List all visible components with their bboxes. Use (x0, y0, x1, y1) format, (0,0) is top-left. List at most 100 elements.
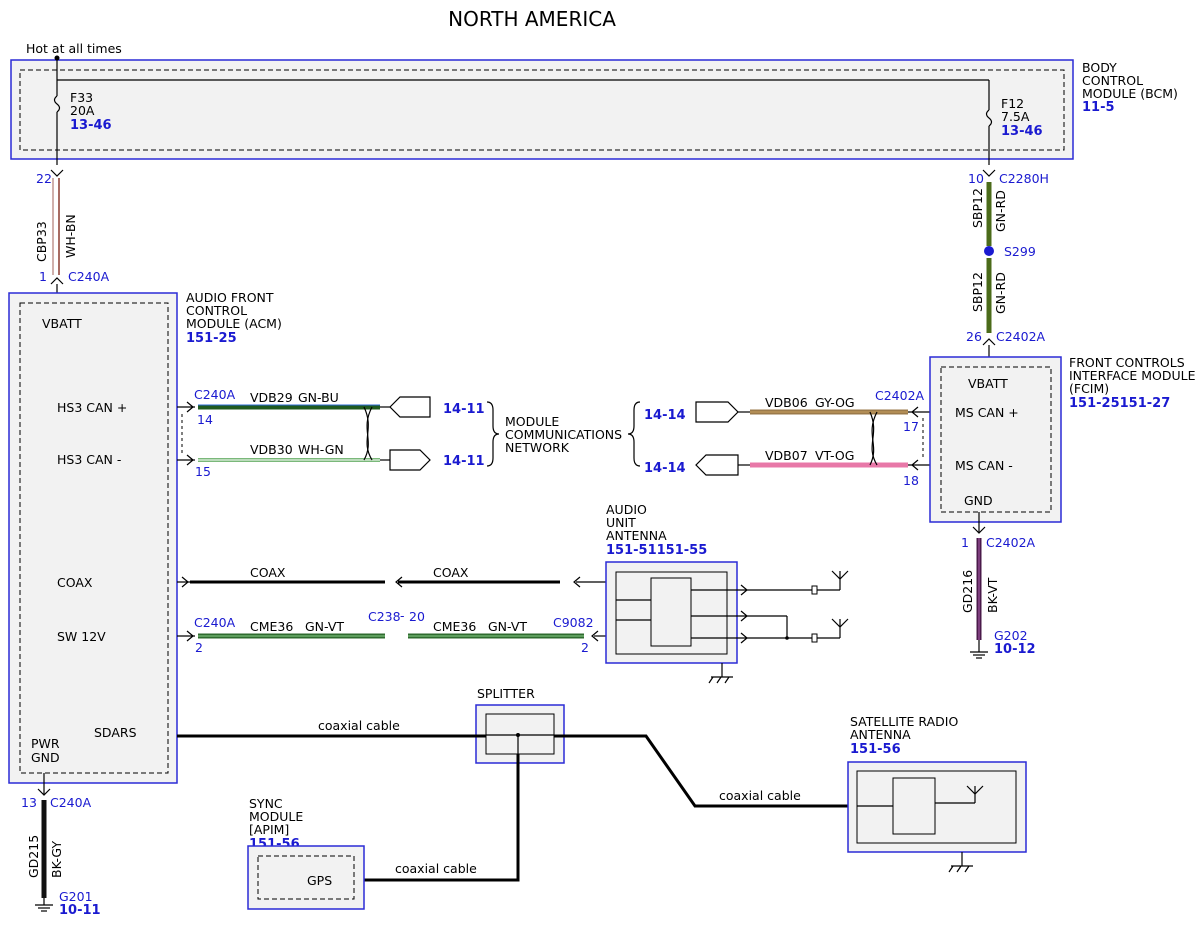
acm-pin-vbatt: VBATT (42, 316, 82, 331)
hot-at-all-times-label: Hot at all times (26, 41, 122, 56)
fcim-ref: 151-25151-27 (1069, 396, 1170, 411)
coax-label-2: COAX (433, 565, 469, 580)
fcim-name-line-3: (FCIM) (1069, 381, 1109, 396)
sync-name-line-1: SYNC (249, 796, 283, 811)
splice-s299-label: S299 (1004, 244, 1036, 259)
sync-box (247, 845, 365, 910)
bcm-dashed-boundary (19, 69, 1065, 151)
pin-15: 15 (195, 464, 211, 479)
fuse-f12-id: F12 (1001, 96, 1024, 111)
connector-arrow-right (186, 454, 194, 466)
connector-arrow-right (186, 401, 194, 413)
pin-20: 20 (409, 609, 425, 624)
brace-right (486, 401, 500, 467)
fuse-f33: F33 20A 13-46 (53, 55, 112, 165)
color-bk-gy: BK-GY (49, 841, 64, 878)
sat-antenna-box (847, 761, 1027, 853)
fcim-pin-gnd: GND (964, 493, 993, 508)
acm-pin-pwr: PWR (31, 736, 60, 751)
connector-arrow-up (50, 277, 64, 285)
sdars-coax: coaxial cable coaxial cable coaxial cabl… (177, 718, 848, 882)
circuit-vdb30: VDB30 (250, 442, 293, 457)
acm-module: AUDIO FRONT CONTROL MODULE (ACM) 151-25 … (8, 290, 282, 784)
ref-14-14-top: 14-14 (644, 408, 686, 423)
circuit-vdb07: VDB07 (765, 448, 808, 463)
acm-pin-hs3-can-neg: HS3 CAN - (57, 452, 121, 467)
acm-pin-coax: COAX (57, 575, 93, 590)
connector-arrow-left (395, 576, 403, 588)
color-bk-vt: BK-VT (985, 577, 1000, 613)
connector-c2402a-gnd: C2402A (986, 535, 1036, 550)
fcim-pin-ms-can-pos: MS CAN + (955, 405, 1019, 420)
fuse-f33-rating: 20A (70, 103, 95, 118)
fuse-f33-symbol (53, 95, 61, 113)
satellite-radio-antenna: SATELLITE RADIO ANTENNA 151-56 (847, 714, 1027, 873)
pin-18: 18 (903, 473, 919, 488)
ground-g202: G202 (994, 628, 1028, 643)
circuit-vdb29: VDB29 (250, 390, 293, 405)
connector-arrow-left (573, 576, 581, 588)
network-label-line-3: NETWORK (505, 440, 570, 455)
color-gn-rd-top: GN-RD (993, 190, 1008, 232)
fuse-f12: F12 7.5A 13-46 (57, 79, 1043, 165)
fcim-pin-vbatt: VBATT (968, 376, 1008, 391)
bcm-module: BODY CONTROL MODULE (BCM) 11-5 (10, 59, 1178, 160)
color-gy-og: GY-OG (815, 395, 855, 410)
pin-10: 10 (968, 171, 984, 186)
coax-cable-label-sat: coaxial cable (719, 788, 801, 803)
circuit-gd215: GD215 (26, 835, 41, 878)
coax-row: COAX COAX (177, 565, 606, 588)
bcm-ref: 11-5 (1082, 100, 1115, 115)
pin-14: 14 (197, 412, 213, 427)
connector-c2402a-can: C2402A (875, 388, 925, 403)
coax-cable-label-gps: coaxial cable (395, 861, 477, 876)
pin-1-fcim-gnd: 1 (961, 535, 969, 550)
connector-c2280h: C2280H (999, 171, 1049, 186)
circuit-gd216: GD216 (960, 570, 975, 613)
bcm-name-line-1: BODY (1082, 60, 1117, 75)
pin-22: 22 (36, 171, 52, 186)
sat-antenna-ref: 151-56 (850, 742, 901, 757)
splice-s299-dot (984, 246, 994, 256)
connector-c240a-can: C240A (194, 387, 236, 402)
fuse-f12-rating: 7.5A (1001, 109, 1030, 124)
circuit-cme36-2: CME36 (433, 619, 476, 634)
can-left-pair: C240A 14 15 VDB29 GN-BU VDB30 WH-GN 14-1… (177, 387, 485, 479)
circuit-cme36-1: CME36 (250, 619, 293, 634)
ref-14-11-top: 14-11 (443, 402, 485, 417)
network-label-line-2: COMMUNICATIONS (505, 427, 622, 442)
ground-g202-ref: 10-12 (994, 642, 1036, 657)
connector-c2402a-top: C2402A (996, 329, 1046, 344)
ground-g201: G201 (59, 889, 93, 904)
fuse-f12-ref: 13-46 (1001, 124, 1043, 139)
amplifier-block (650, 577, 692, 647)
network-label-line-1: MODULE (505, 414, 559, 429)
sat-receiver-block (892, 777, 936, 835)
coax-cable-label-sdars: coaxial cable (318, 718, 400, 733)
connector-arrow-left (591, 630, 599, 642)
color-gn-rd-bottom: GN-RD (993, 272, 1008, 314)
pin-2-antenna: 2 (581, 640, 589, 655)
audio-antenna-name-line-1: AUDIO (606, 502, 647, 517)
connector-arrow-down (982, 169, 996, 177)
connector-arrow-right (186, 630, 194, 642)
connector-c238: C238 (368, 609, 401, 624)
bcm-name-line-3: MODULE (BCM) (1082, 86, 1178, 101)
connector-c240a-gnd: C240A (50, 795, 92, 810)
acm-name-line-3: MODULE (ACM) (186, 316, 282, 331)
fuse-f33-ref: 13-46 (70, 118, 112, 133)
circuit-sbp12-top: SBP12 (970, 188, 985, 228)
connector-arrow-up (982, 338, 996, 346)
pin-2-acm: 2 (195, 640, 203, 655)
acm-ground-wire: 13 C240A GD215 BK-GY G201 10-11 (21, 773, 101, 918)
color-wh-gn: WH-GN (298, 442, 344, 457)
acm-ref: 151-25 (186, 331, 237, 346)
pin-13: 13 (21, 795, 37, 810)
color-gn-bu: GN-BU (298, 390, 339, 405)
sat-antenna-name-line-1: SATELLITE RADIO (850, 714, 958, 729)
audio-antenna-name-line-3: ANTENNA (606, 528, 667, 543)
acm-pin-sdars: SDARS (94, 725, 137, 740)
circuit-sbp12-bottom: SBP12 (970, 272, 985, 312)
splitter-box (475, 704, 565, 764)
